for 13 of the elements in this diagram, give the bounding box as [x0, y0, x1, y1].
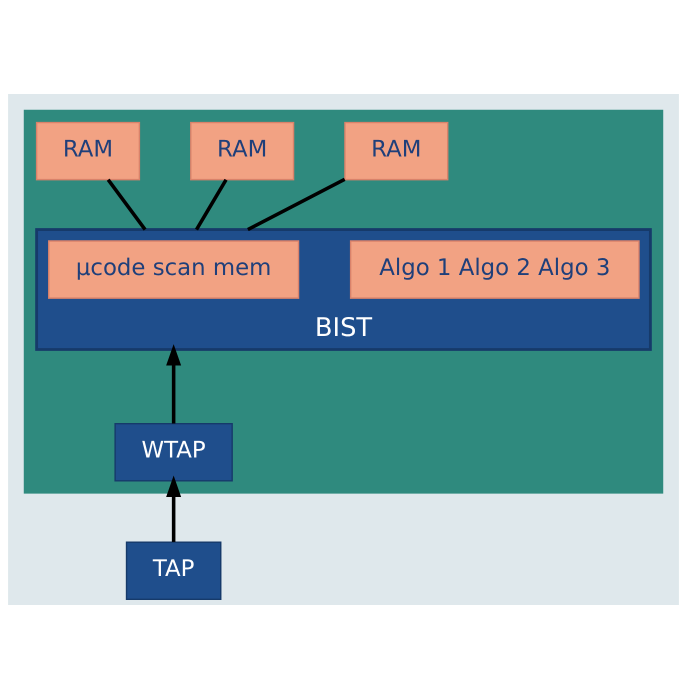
connector: [106, 178, 147, 230]
node-box: Algo 1 Algo 2 Algo 3: [350, 240, 640, 298]
connector: [194, 178, 228, 230]
node-box: WTAP: [114, 422, 233, 482]
node-box: RAM: [190, 121, 294, 180]
node-box: RAM: [344, 121, 448, 180]
connector: [247, 177, 346, 231]
arrow: [166, 344, 182, 424]
node-box: TAP: [126, 540, 222, 600]
cluster: [24, 109, 664, 494]
arrow: [166, 475, 182, 542]
node-box: RAM: [36, 121, 140, 180]
node-box: µcode scan mem: [48, 240, 300, 298]
